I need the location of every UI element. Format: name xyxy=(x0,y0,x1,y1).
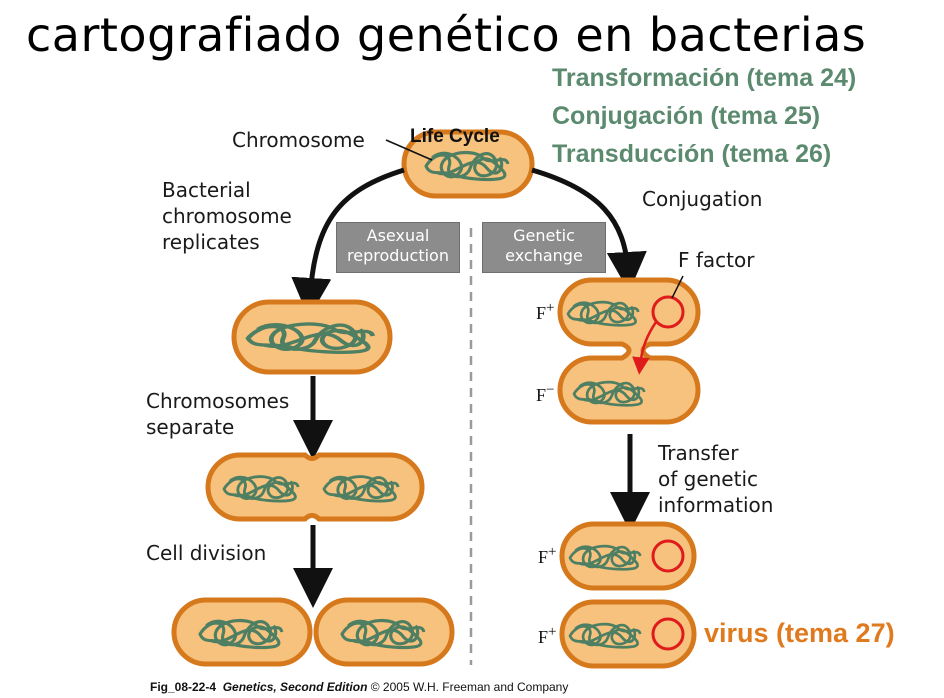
dividing-cell xyxy=(205,452,425,522)
book-title: Genetics, Second Edition xyxy=(222,680,368,694)
genetic-exchange-box: Genetic exchange xyxy=(482,222,606,273)
result-plasmid-1 xyxy=(651,539,685,573)
topic-transformation: Transformación (tema 24) xyxy=(552,64,857,92)
label-transfer-3: information xyxy=(658,493,774,517)
topic-transduction: Transducción (tema 26) xyxy=(552,140,832,168)
label-transfer-1: Transfer xyxy=(658,441,739,465)
label-transfer-2: of genetic xyxy=(658,467,759,491)
result-plasmid-2 xyxy=(651,617,685,651)
topic-conjugation: Conjugación (tema 25) xyxy=(552,102,821,130)
f-letter: F xyxy=(536,303,547,323)
label-separate-2: separate xyxy=(146,415,235,439)
arrow-to-conjugation xyxy=(531,167,647,292)
transfer-arrow xyxy=(632,321,658,375)
f-letter: F xyxy=(538,547,549,567)
f-plus-result-2: F+ xyxy=(538,624,556,648)
copyright: © 2005 W.H. Freeman and Company xyxy=(370,680,569,694)
plus-sign: + xyxy=(548,544,557,560)
virus-topic: virus (tema 27) xyxy=(704,618,895,648)
minus-sign: − xyxy=(546,382,555,398)
slide-title: cartografiado genético en bacterias xyxy=(26,8,867,62)
f-letter: F xyxy=(538,627,549,647)
asexual-reproduction-box: Asexual reproduction xyxy=(336,222,460,273)
life-cycle-heading: Life Cycle xyxy=(410,126,500,147)
f-plus-result-1: F+ xyxy=(538,544,556,568)
arrow-to-asexual xyxy=(291,167,405,318)
plus-sign: + xyxy=(548,624,557,640)
label-replicates-2: chromosome xyxy=(162,204,292,228)
genetic-line-1: Genetic xyxy=(513,226,575,245)
asexual-line-2: reproduction xyxy=(347,246,449,265)
f-plus-conjugating: F+ xyxy=(536,300,554,324)
label-conjugation: Conjugation xyxy=(642,187,763,211)
chromosome-pointer xyxy=(385,139,433,161)
figure-caption: Fig_08-22-4 Genetics, Second Edition © 2… xyxy=(150,680,568,694)
f-factor-plasmid xyxy=(651,295,685,329)
f-factor-pointer xyxy=(671,275,684,299)
label-replicates-1: Bacterial xyxy=(162,178,251,202)
label-f-factor: F factor xyxy=(678,248,755,272)
label-replicates-3: replicates xyxy=(162,230,260,254)
label-cell-division: Cell division xyxy=(146,541,267,565)
f-letter: F xyxy=(536,385,547,405)
label-separate-1: Chromosomes xyxy=(146,389,290,413)
asexual-line-1: Asexual xyxy=(366,226,430,245)
figure-id: Fig_08-22-4 xyxy=(150,680,217,694)
genetic-line-2: exchange xyxy=(505,246,583,265)
plus-sign: + xyxy=(546,300,555,316)
label-chromosome: Chromosome xyxy=(232,128,365,152)
f-minus-conjugating: F− xyxy=(536,382,554,406)
